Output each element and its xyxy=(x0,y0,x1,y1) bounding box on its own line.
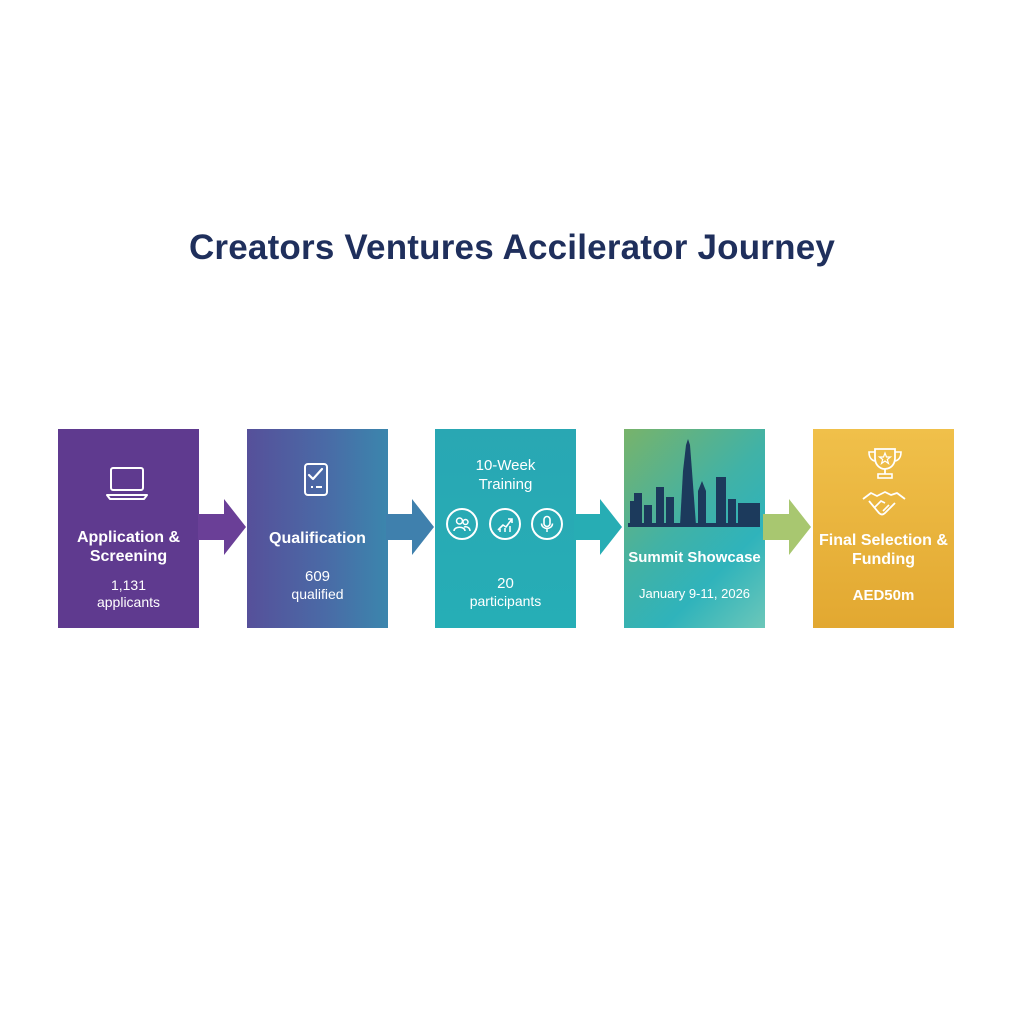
stage-count-unit: participants xyxy=(469,593,542,609)
handshake-icon xyxy=(862,491,906,516)
flow-arrow xyxy=(198,497,248,557)
stage-label: Qualification xyxy=(269,530,366,547)
growth-chart-icon xyxy=(489,508,521,540)
stage-label: Summit Showcase xyxy=(628,549,761,566)
flow-arrow xyxy=(574,497,624,557)
microphone-icon xyxy=(531,508,563,540)
event-dates: January 9-11, 2026 xyxy=(638,586,751,601)
checklist-icon xyxy=(304,463,328,496)
stage-count: 1,131 xyxy=(110,577,147,593)
diagram-title: Creators Ventures Accilerator Journey xyxy=(188,228,836,267)
laptop-icon xyxy=(106,467,148,500)
flow-arrow xyxy=(386,497,436,557)
funding-amount: AED50m xyxy=(852,587,915,604)
stage-qualification: Qualification 609 qualified xyxy=(247,429,388,628)
stage-final-selection-funding: Final Selection & Funding AED50m xyxy=(813,429,954,628)
stage-label: Final Selection & Funding xyxy=(819,532,948,568)
stage-training: 10-Week Training 20 participants xyxy=(435,429,576,628)
stage-summit-showcase: Summit Showcase January 9-11, 2026 xyxy=(624,429,765,628)
stage-count-unit: qualified xyxy=(291,586,344,602)
stage-label: 10-Week Training xyxy=(475,457,536,493)
stage-count: 20 xyxy=(497,575,514,592)
trophy-icon xyxy=(868,448,902,479)
stage-application-screening: Application & Screening 1,131 applicants xyxy=(58,429,199,628)
stage-count-unit: applicants xyxy=(96,594,161,610)
stage-label: Application & Screening xyxy=(76,529,181,565)
stage-count: 609 xyxy=(304,568,331,585)
city-skyline-icon xyxy=(628,439,760,527)
people-icon xyxy=(446,508,478,540)
flow-arrow xyxy=(763,497,813,557)
